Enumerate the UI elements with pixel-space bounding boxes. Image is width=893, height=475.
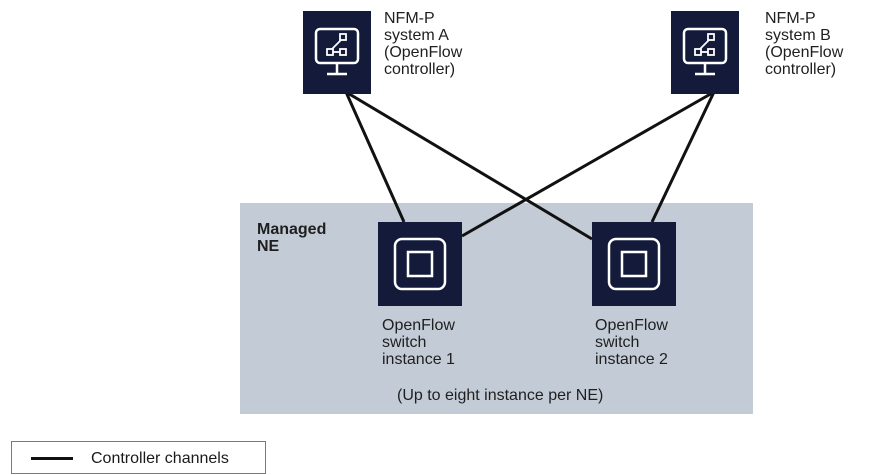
channel-b-to-switch-2	[650, 91, 716, 223]
controller-a-label: NFM-P system A (OpenFlow controller)	[384, 10, 463, 78]
controller-b-node	[671, 11, 739, 94]
network-monitor-icon	[682, 27, 728, 76]
legend-label: Controller channels	[91, 450, 229, 467]
legend-line-swatch	[31, 457, 73, 460]
switch-2-node	[592, 222, 676, 306]
controller-b-label: NFM-P system B (OpenFlow controller)	[765, 10, 844, 78]
switch-1-label: OpenFlow switch instance 1	[382, 317, 455, 368]
switch-2-label: OpenFlow switch instance 2	[595, 317, 668, 368]
controller-a-node	[303, 11, 371, 94]
switch-1-node	[378, 222, 462, 306]
managed-ne-title: Managed NE	[257, 221, 327, 255]
legend: Controller channels	[11, 441, 266, 474]
switch-square-icon	[607, 237, 661, 291]
switch-square-icon	[393, 237, 447, 291]
channel-a-to-switch-1	[344, 91, 406, 223]
network-monitor-icon	[314, 27, 360, 76]
channel-a-to-switch-2	[345, 90, 593, 241]
channel-b-to-switch-1	[461, 90, 715, 238]
instance-limit-note: (Up to eight instance per NE)	[397, 387, 604, 404]
